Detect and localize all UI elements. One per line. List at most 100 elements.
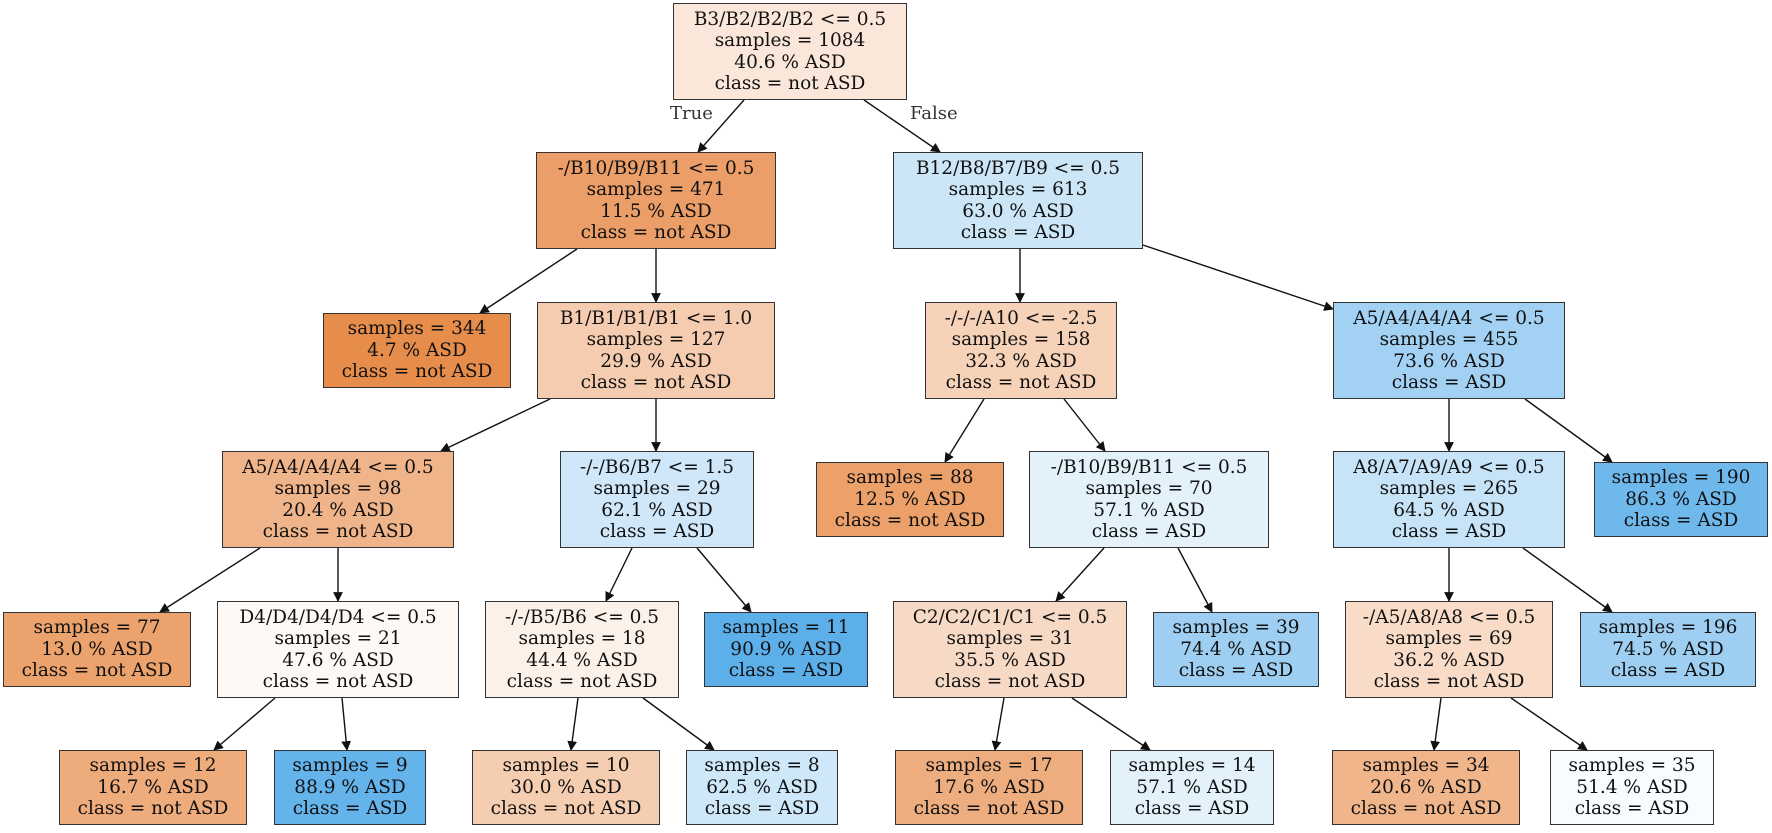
node-line: samples = 471 bbox=[586, 179, 726, 200]
node-line: class = ASD bbox=[292, 798, 408, 820]
node-line: 20.6 % ASD bbox=[1370, 776, 1482, 798]
node-line: class = not ASD bbox=[714, 73, 866, 94]
node-line: class = not ASD bbox=[1373, 671, 1525, 692]
tree-edge bbox=[642, 697, 715, 751]
node-line: A5/A4/A4/A4 <= 0.5 bbox=[1353, 307, 1545, 329]
node-line: 51.4 % ASD bbox=[1576, 776, 1688, 798]
node-line: samples = 12 bbox=[89, 755, 217, 777]
node-line: samples = 8 bbox=[704, 755, 820, 777]
node-line: 62.5 % ASD bbox=[706, 776, 818, 798]
node-line: samples = 18 bbox=[518, 628, 646, 649]
node-line: class = not ASD bbox=[21, 660, 173, 682]
node-line: 16.7 % ASD bbox=[97, 776, 209, 798]
node-line: class = not ASD bbox=[945, 372, 1097, 393]
node-line: samples = 196 bbox=[1598, 617, 1738, 639]
node-line: 64.5 % ASD bbox=[1393, 499, 1505, 521]
node-line: 57.1 % ASD bbox=[1136, 776, 1248, 798]
tree-edge bbox=[440, 398, 551, 452]
tree-edge bbox=[696, 547, 752, 613]
node-line: 13.0 % ASD bbox=[41, 638, 153, 660]
node-line: samples = 10 bbox=[502, 755, 630, 777]
node-line: class = ASD bbox=[1610, 660, 1726, 682]
node-line: samples = 1084 bbox=[714, 30, 866, 51]
node-line: B1/B1/B1/B1 <= 1.0 bbox=[559, 307, 753, 329]
tree-edge bbox=[213, 697, 276, 751]
node-line: A5/A4/A4/A4 <= 0.5 bbox=[242, 456, 434, 478]
node-line: samples = 455 bbox=[1379, 329, 1519, 350]
node-line: class = not ASD bbox=[1350, 798, 1502, 820]
tree-edge bbox=[1524, 398, 1613, 463]
node-line: samples = 21 bbox=[274, 628, 402, 649]
tree-edge bbox=[567, 697, 579, 751]
node-line: class = ASD bbox=[1134, 798, 1250, 820]
node-line: class = not ASD bbox=[262, 671, 414, 692]
node-line: class = not ASD bbox=[262, 521, 414, 542]
node-line: samples = 344 bbox=[347, 318, 487, 340]
node-line: class = ASD bbox=[704, 798, 820, 820]
node-line: samples = 14 bbox=[1128, 755, 1256, 777]
tree-edge bbox=[1142, 244, 1334, 311]
node-line: class = not ASD bbox=[341, 361, 493, 383]
node-line: samples = 17 bbox=[925, 755, 1053, 777]
node-line: 74.5 % ASD bbox=[1612, 638, 1724, 660]
tree-edge bbox=[1430, 697, 1442, 751]
node-line: samples = 265 bbox=[1379, 478, 1519, 499]
node-line: class = not ASD bbox=[913, 798, 1065, 820]
node-line: 40.6 % ASD bbox=[734, 51, 846, 73]
node-line: samples = 31 bbox=[946, 628, 1074, 649]
tree-edge bbox=[1063, 398, 1106, 452]
node-line: 35.5 % ASD bbox=[954, 649, 1066, 671]
node-line: C2/C2/C1/C1 <= 0.5 bbox=[912, 606, 1108, 628]
node-line: 74.4 % ASD bbox=[1180, 638, 1292, 660]
node-line: class = not ASD bbox=[490, 798, 642, 820]
tree-edge bbox=[1522, 547, 1613, 613]
node-line: samples = 69 bbox=[1385, 628, 1513, 649]
node-line: 88.9 % ASD bbox=[294, 776, 406, 798]
node-line: class = ASD bbox=[599, 521, 715, 542]
tree-edge bbox=[1055, 547, 1105, 602]
tree-edge bbox=[1177, 547, 1213, 613]
tree-edge bbox=[479, 248, 578, 314]
node-line: D4/D4/D4/D4 <= 0.5 bbox=[239, 606, 437, 628]
node-line: 63.0 % ASD bbox=[962, 200, 1074, 222]
node-line: 32.3 % ASD bbox=[965, 350, 1077, 372]
node-line: class = not ASD bbox=[77, 798, 229, 820]
node-line: 44.4 % ASD bbox=[526, 649, 638, 671]
node-line: samples = 11 bbox=[722, 617, 850, 639]
node-line: 73.6 % ASD bbox=[1393, 350, 1505, 372]
node-line: class = not ASD bbox=[580, 372, 732, 393]
node-line: 90.9 % ASD bbox=[730, 638, 842, 660]
node-line: samples = 88 bbox=[846, 467, 974, 489]
node-line: 20.4 % ASD bbox=[282, 499, 394, 521]
tree-edge bbox=[341, 697, 352, 751]
node-line: 17.6 % ASD bbox=[933, 776, 1045, 798]
false-edge-label: False bbox=[910, 103, 958, 124]
tree-edge bbox=[863, 99, 941, 153]
node-line: 57.1 % ASD bbox=[1093, 499, 1205, 521]
node-line: samples = 35 bbox=[1568, 755, 1696, 777]
node-line: 30.0 % ASD bbox=[510, 776, 622, 798]
node-line: samples = 29 bbox=[593, 478, 721, 499]
node-line: class = ASD bbox=[960, 222, 1076, 243]
